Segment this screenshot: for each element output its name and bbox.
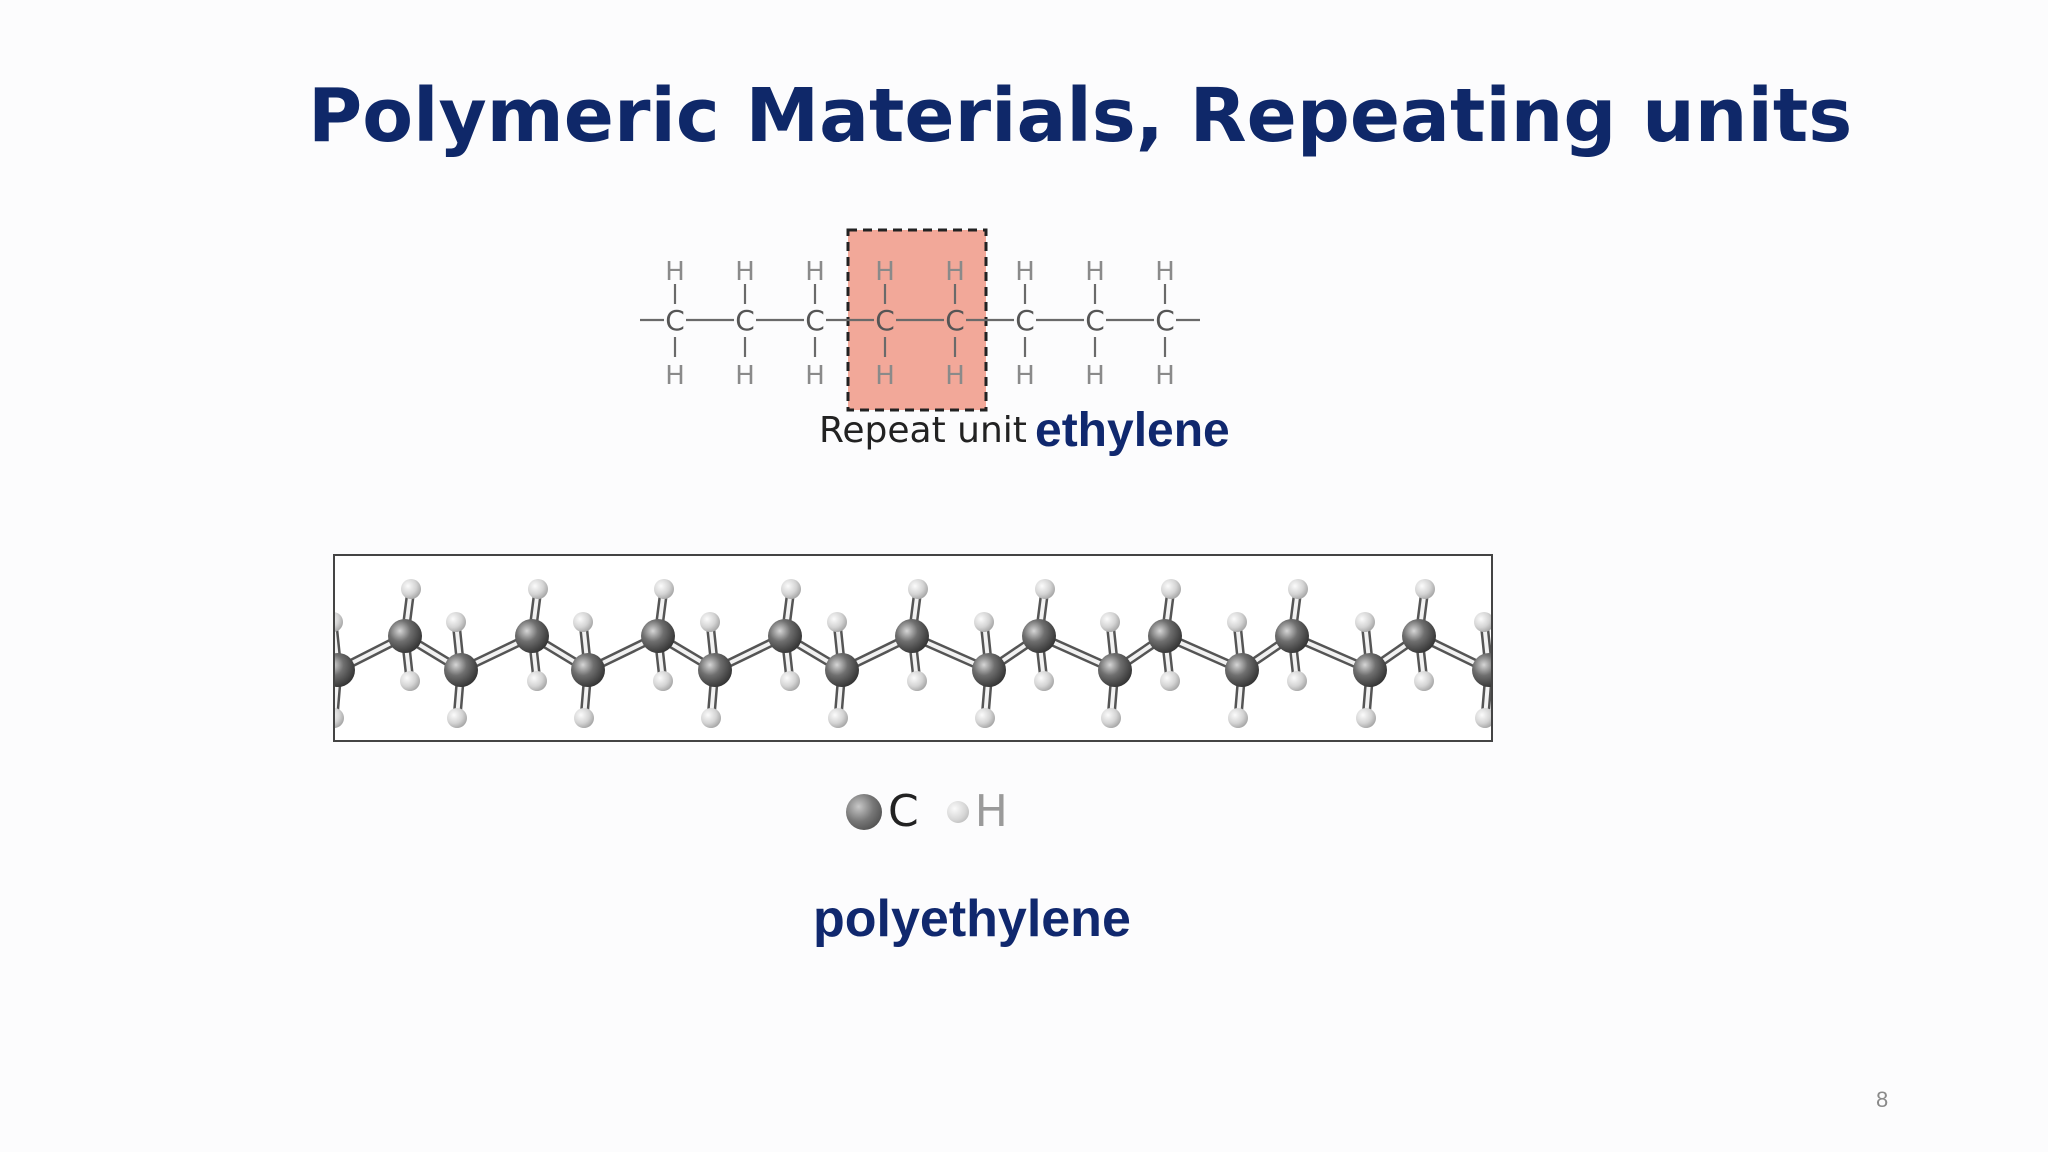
hydrogen-atom-label: H	[805, 361, 825, 391]
carbon-atom-label: C	[735, 304, 755, 337]
hydrogen-atom	[1161, 579, 1181, 599]
carbon-atom	[1098, 653, 1132, 687]
legend-hydrogen-label: H	[974, 786, 1008, 837]
hydrogen-atom	[527, 671, 547, 691]
hydrogen-atom	[447, 708, 467, 728]
carbon-atom	[825, 653, 859, 687]
hydrogen-atom	[653, 671, 673, 691]
atom-legend: C H	[846, 784, 1008, 840]
carbon-atom-label: C	[1085, 304, 1105, 337]
hydrogen-atom-label: H	[735, 257, 755, 287]
carbon-atom	[1353, 653, 1387, 687]
hydrogen-atom-label: H	[1155, 361, 1175, 391]
legend-carbon-label: C	[888, 786, 919, 837]
monomer-label: ethylene	[1035, 404, 1230, 457]
hydrogen-atom-label: H	[945, 257, 965, 287]
hydrogen-atom-label: H	[875, 257, 895, 287]
hydrogen-atom-label: H	[1085, 257, 1105, 287]
slide-title: Polymeric Materials, Repeating units	[308, 73, 1853, 159]
hydrogen-atom	[700, 612, 720, 632]
carbon-atom	[698, 653, 732, 687]
hydrogen-atom	[335, 612, 343, 632]
carbon-atom-label: C	[665, 304, 685, 337]
carbon-atom	[768, 619, 802, 653]
hydrogen-atom	[975, 708, 995, 728]
carbon-atom-label: C	[875, 304, 895, 337]
hydrogen-atom	[1475, 708, 1491, 728]
hydrogen-atom	[1414, 671, 1434, 691]
carbon-atom	[895, 619, 929, 653]
carbon-atom	[388, 619, 422, 653]
hydrogen-atom	[1287, 671, 1307, 691]
carbon-atom-label: C	[805, 304, 825, 337]
carbon-atom-label: C	[1015, 304, 1035, 337]
hydrogen-atom	[974, 612, 994, 632]
carbon-ball-icon	[846, 794, 882, 830]
hydrogen-atom	[827, 612, 847, 632]
carbon-atom	[1402, 619, 1436, 653]
hydrogen-atom	[1355, 612, 1375, 632]
carbon-atom	[1225, 653, 1259, 687]
carbon-atom-label: C	[1155, 304, 1175, 337]
hydrogen-atom	[907, 671, 927, 691]
hydrogen-atom	[573, 612, 593, 632]
carbon-atom	[335, 653, 355, 687]
carbon-atom	[972, 653, 1006, 687]
hydrogen-atom	[1415, 579, 1435, 599]
carbon-atom-label: C	[945, 304, 965, 337]
hydrogen-atom	[908, 579, 928, 599]
hydrogen-atom-label: H	[875, 361, 895, 391]
hydrogen-atom	[1034, 671, 1054, 691]
hydrogen-atom	[781, 579, 801, 599]
hydrogen-atom	[335, 708, 344, 728]
hydrogen-atom-label: H	[1085, 361, 1105, 391]
hydrogen-atom	[654, 579, 674, 599]
hydrogen-atom	[528, 579, 548, 599]
carbon-atom	[1275, 619, 1309, 653]
hydrogen-atom	[1227, 612, 1247, 632]
hydrogen-atom	[574, 708, 594, 728]
repeat-unit-label: Repeat unit	[819, 410, 1027, 451]
hydrogen-atom	[828, 708, 848, 728]
hydrogen-atom-label: H	[665, 257, 685, 287]
hydrogen-atom	[1288, 579, 1308, 599]
hydrogen-atom-label: H	[1015, 361, 1035, 391]
hydrogen-atom-label: H	[1015, 257, 1035, 287]
page-number: 8	[1876, 1087, 1889, 1112]
hydrogen-atom	[1100, 612, 1120, 632]
hydrogen-atom-label: H	[735, 361, 755, 391]
hydrogen-atom	[1035, 579, 1055, 599]
hydrogen-atom-label: H	[665, 361, 685, 391]
hydrogen-atom	[1356, 708, 1376, 728]
hydrogen-atom	[400, 671, 420, 691]
hydrogen-atom	[1474, 612, 1491, 632]
carbon-atom	[641, 619, 675, 653]
hydrogen-atom	[401, 579, 421, 599]
hydrogen-atom-label: H	[805, 257, 825, 287]
carbon-atom	[571, 653, 605, 687]
hydrogen-atom	[780, 671, 800, 691]
hydrogen-atom-label: H	[1155, 257, 1175, 287]
hydrogen-atom	[1160, 671, 1180, 691]
hydrogen-atom	[446, 612, 466, 632]
carbon-atom	[515, 619, 549, 653]
carbon-atom	[444, 653, 478, 687]
hydrogen-atom	[1101, 708, 1121, 728]
carbon-atom	[1148, 619, 1182, 653]
hydrogen-atom	[1228, 708, 1248, 728]
hydrogen-ball-icon	[946, 801, 969, 823]
carbon-atom	[1022, 619, 1056, 653]
hydrogen-atom-label: H	[945, 361, 965, 391]
polymer-label: polyethylene	[813, 890, 1131, 948]
ball-and-stick-model	[333, 554, 1493, 742]
carbon-atom	[1472, 653, 1491, 687]
hydrogen-atom	[701, 708, 721, 728]
